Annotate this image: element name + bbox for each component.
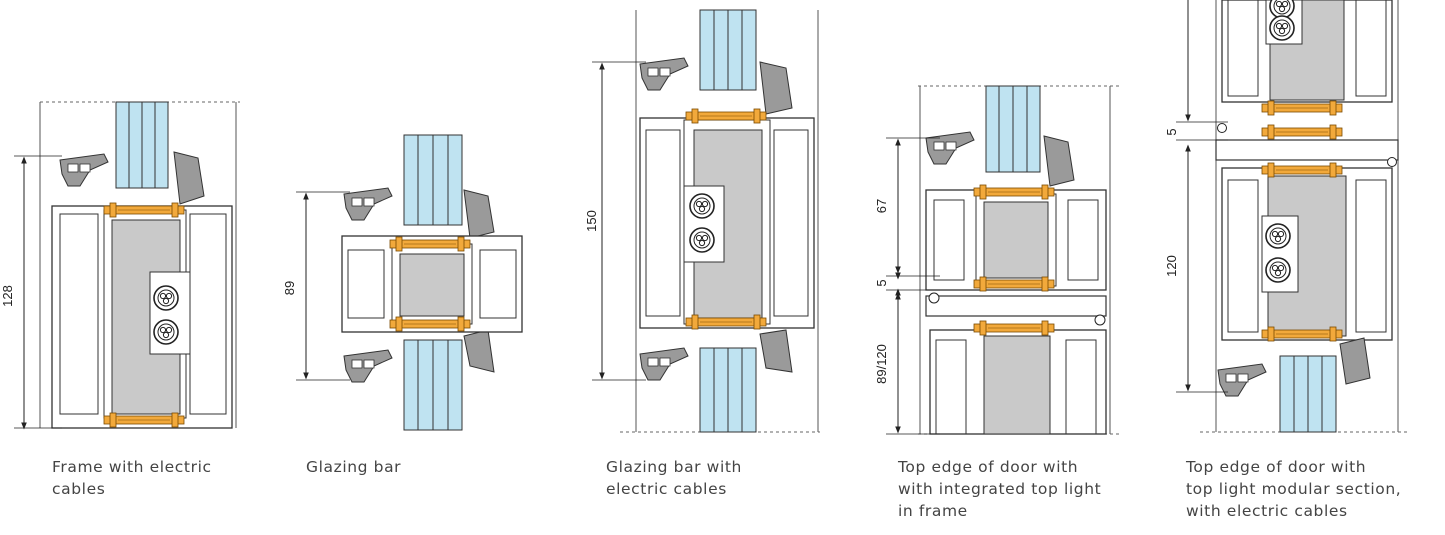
section-caption: Frame with electric cables	[52, 458, 212, 498]
section-frame-with-cables: 128	[0, 101, 240, 430]
section-door-top-light-in-frame: 67 5 89/120	[874, 85, 1120, 435]
dimension-label: 5	[874, 279, 889, 286]
dimension-label: 89/120	[874, 344, 889, 384]
dimension-label: 67	[874, 199, 889, 213]
section-glazing-bar: 89	[282, 134, 523, 431]
section-caption: Top edge of door with top light modular …	[1186, 458, 1402, 520]
section-caption: Glazing bar	[306, 458, 402, 476]
section-glazing-bar-with-cables: 150	[584, 9, 820, 433]
dimension-label: 120	[1164, 255, 1179, 277]
dimension-label: 128	[0, 285, 15, 307]
dimension-label: 5	[1164, 128, 1179, 135]
dimension-label: 150	[584, 210, 599, 232]
section-caption: Top edge of door with with integrated to…	[898, 458, 1102, 520]
dimension-label: 89	[282, 281, 297, 295]
section-caption: Glazing bar with electric cables	[606, 458, 742, 498]
section-door-top-light-modular: 5 120	[1164, 0, 1410, 433]
